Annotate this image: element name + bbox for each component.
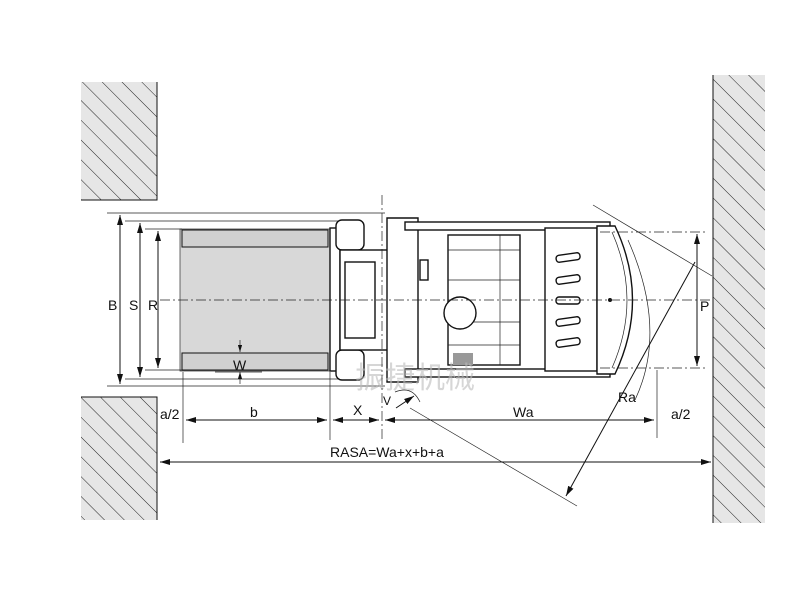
left-wall-top [81,82,158,201]
dim-label-b: b [250,404,258,420]
rasa-formula: RASA=Wa+x+b+a [330,444,444,460]
dim-label-a-half-left: a/2 [160,406,180,422]
fork-tine-top [181,229,329,248]
dim-label-a-half-right: a/2 [671,406,691,422]
dim-label-W: W [233,357,247,373]
fork-tine-bottom [181,352,329,371]
dim-label-Wa: Wa [513,404,534,420]
dim-label-B: B [108,297,117,313]
watermark: 振捷机械 [355,362,475,395]
left-wall-bottom [81,396,158,520]
dim-label-S: S [129,297,138,313]
dim-label-V: V [383,394,391,408]
right-wall [712,75,765,523]
dim-label-P: P [700,298,709,314]
dim-label-X: X [353,402,363,418]
dim-label-R: R [148,297,158,313]
dim-label-Ra: Ra [618,389,636,405]
